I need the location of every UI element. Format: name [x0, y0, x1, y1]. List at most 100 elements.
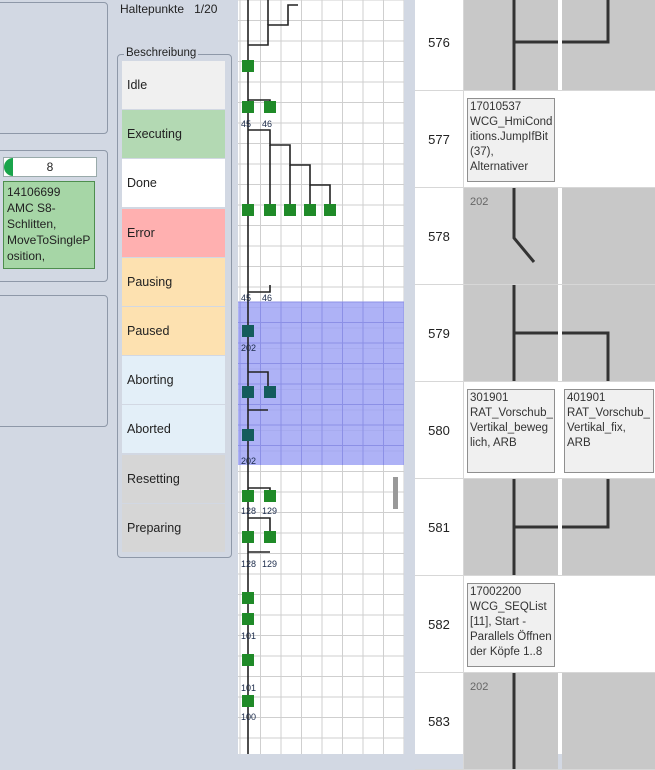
- step-node: [304, 204, 316, 216]
- step-node: [242, 592, 254, 604]
- step-card-line: AMC S8-: [7, 201, 56, 215]
- step-node: [242, 429, 254, 441]
- table-row[interactable]: 578 202: [415, 188, 655, 285]
- legend-item-aborted: Aborted: [122, 405, 225, 454]
- row-number: 578: [415, 188, 464, 284]
- node-label: 46: [262, 293, 272, 303]
- legend-item-executing: Executing: [122, 110, 225, 159]
- node-label: 45: [241, 119, 251, 129]
- node-label: 101: [241, 631, 256, 641]
- station-panel-top: [0, 2, 108, 134]
- step-node: [242, 531, 254, 543]
- step-cell[interactable]: [562, 479, 655, 575]
- row-number: 580: [415, 382, 464, 478]
- step-cell[interactable]: [464, 479, 558, 575]
- step-card-line: Schlitten,: [7, 217, 57, 231]
- table-row[interactable]: 576: [415, 0, 655, 91]
- step-text-line: itions.JumpIfBit: [470, 131, 548, 143]
- step-node: [284, 204, 296, 216]
- table-row[interactable]: 581: [415, 479, 655, 576]
- node-label: 129: [262, 559, 277, 569]
- step-text-line: RAT_Vorschub_: [470, 407, 553, 419]
- flow-connector: [512, 673, 516, 769]
- row-number: 576: [415, 0, 464, 90]
- step-small-number: 202: [470, 196, 489, 208]
- legend-item-done: Done: [122, 159, 225, 208]
- step-cell[interactable]: 202: [464, 188, 558, 284]
- station-panel-bottom: [0, 295, 108, 427]
- node-label: 100: [241, 712, 256, 722]
- step-card[interactable]: 14106699 AMC S8- Schlitten, MoveToSingle…: [3, 181, 95, 269]
- step-cell[interactable]: [562, 576, 655, 672]
- flow-connector: [562, 331, 610, 381]
- step-node: [242, 613, 254, 625]
- step-cell[interactable]: [562, 0, 655, 90]
- step-text-line: 301901: [470, 392, 509, 404]
- table-row[interactable]: 579: [415, 285, 655, 382]
- step-text-line: [11], Start -: [470, 616, 527, 628]
- row-number: 582: [415, 576, 464, 672]
- progress-value: 8: [46, 160, 54, 174]
- step-cell[interactable]: [562, 91, 655, 187]
- step-text-line: 17010537: [470, 101, 522, 113]
- step-cell[interactable]: [464, 285, 558, 381]
- step-node: [242, 490, 254, 502]
- step-text-line: 17002200: [470, 586, 522, 598]
- step-cell[interactable]: [464, 0, 558, 90]
- step-node: [264, 531, 276, 543]
- step-text-line: RAT_Vorschub_: [567, 407, 650, 419]
- step-cell[interactable]: [562, 188, 655, 284]
- node-label: 101: [241, 683, 256, 693]
- step-cell[interactable]: 202: [464, 673, 558, 769]
- step-text-line: Vertikal_beweg: [470, 422, 548, 434]
- step-node: [264, 386, 276, 398]
- step-text-line: lich, ARB: [470, 437, 517, 449]
- node-label: 202: [241, 343, 256, 353]
- haltepunkte-label: Haltepunkte 1/20: [120, 2, 218, 16]
- step-node: [242, 654, 254, 666]
- step-node: [264, 204, 276, 216]
- step-node: [324, 204, 336, 216]
- flow-connector: [562, 479, 610, 529]
- row-number: 581: [415, 479, 464, 575]
- step-text-line: WCG_HmiCond: [470, 116, 553, 128]
- splitter[interactable]: [404, 0, 415, 754]
- flow-line: [248, 285, 271, 293]
- step-text-line: 401901: [567, 392, 606, 404]
- step-text-line: der Köpfe 1..8: [470, 646, 543, 658]
- legend-item-resetting: Resetting: [122, 454, 225, 503]
- step-card-line: MoveToSingleP: [7, 233, 91, 247]
- step-cell[interactable]: [562, 673, 655, 769]
- step-card-line: osition,: [7, 249, 46, 263]
- step-text-line: (37),: [470, 146, 494, 158]
- diagram-scrollbar-thumb[interactable]: [393, 477, 398, 509]
- step-node: [264, 490, 276, 502]
- step-node: [242, 60, 254, 72]
- step-node: [242, 386, 254, 398]
- node-label: 129: [262, 506, 277, 516]
- legend-item-pausing: Pausing: [122, 257, 225, 306]
- flow-connector: [562, 0, 610, 44]
- legend-item-idle: Idle: [122, 61, 225, 109]
- step-cell[interactable]: [562, 285, 655, 381]
- step-node: [264, 101, 276, 113]
- node-label: 128: [241, 506, 256, 516]
- step-text-line: WCG_SEQList: [470, 601, 547, 613]
- step-text-line: Vertikal_fix, ARB: [567, 422, 626, 449]
- step-node: [242, 325, 254, 337]
